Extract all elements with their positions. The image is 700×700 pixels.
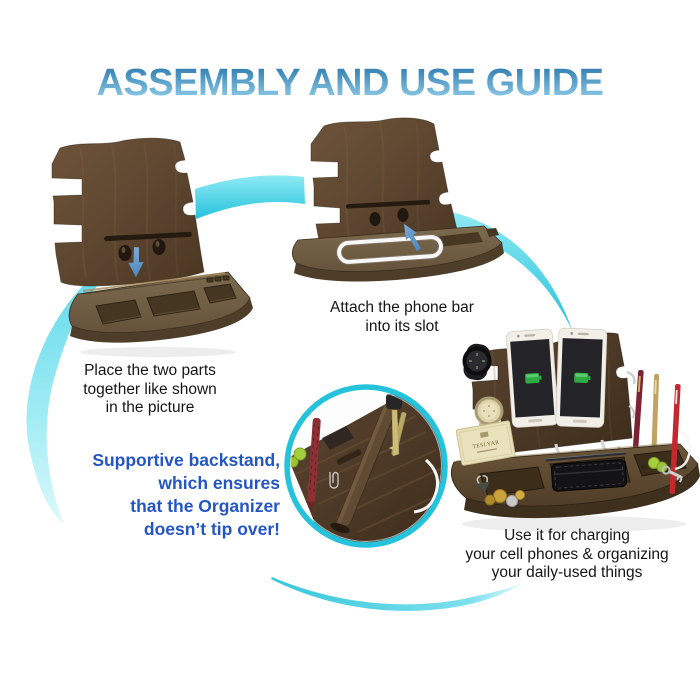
keys <box>661 465 683 483</box>
organizer-in-use-photo: TESLYAR <box>450 327 700 532</box>
phone-bar <box>336 234 444 265</box>
down-arrow-icon <box>128 247 144 278</box>
board-slot <box>336 449 362 465</box>
compartment-highlight <box>102 296 237 324</box>
card-text-line <box>477 448 497 453</box>
battery-charging-icon <box>574 372 591 383</box>
note-line: doesn’t tip over! <box>143 519 280 539</box>
smartphone <box>506 328 559 428</box>
dark-item <box>322 426 354 450</box>
board-hole <box>369 212 381 226</box>
backstand-closeup-inset <box>284 384 448 548</box>
inset-ring <box>284 384 448 548</box>
board-hole <box>397 208 409 222</box>
business-card: TESLYAR <box>455 420 516 466</box>
backboard-part-photo <box>51 137 205 287</box>
stick-slot <box>330 522 350 534</box>
black-pen-lying <box>545 451 627 462</box>
black-watch <box>462 343 492 381</box>
note-line: that the Organizer <box>130 496 280 516</box>
board-hole <box>152 239 166 255</box>
bottom-swoosh-arc <box>271 577 524 611</box>
backstand-note: Supportive backstand, which ensures that… <box>40 449 280 541</box>
tray-shadow <box>80 347 236 357</box>
left-swoosh-arc <box>26 272 104 524</box>
watch-ticks <box>469 353 485 369</box>
speaker-slot <box>577 332 589 336</box>
tray-front-face <box>70 298 253 343</box>
card-logo <box>479 431 489 438</box>
white-cable <box>413 458 440 514</box>
coins <box>484 489 525 507</box>
tray-part-photo <box>68 271 253 357</box>
home-bar <box>572 419 587 423</box>
caption-line: into its slot <box>365 317 439 335</box>
caption-line: your cell phones & organizing <box>465 545 669 563</box>
board-slot <box>346 199 430 209</box>
caption-line: Attach the phone bar <box>330 299 474 316</box>
base-compartment <box>486 228 499 237</box>
caption-line: in the picture <box>105 399 195 416</box>
wood-grain <box>79 141 179 283</box>
inset-ring-inner <box>290 390 442 542</box>
caption-line: Place the two parts <box>84 362 216 379</box>
metal-hook-icon <box>626 370 636 385</box>
speaker-slot <box>524 334 536 337</box>
base-compartment <box>434 232 483 247</box>
swoosh-arrow-step2-to-step3 <box>446 212 572 330</box>
pen-red <box>669 384 681 494</box>
note-line: which ensures <box>158 473 280 493</box>
caption-step1: Place the two parts together like shown … <box>55 362 245 418</box>
camera-dot <box>570 332 574 335</box>
swoosh-arrow-step1-to-step2 <box>195 175 305 219</box>
caption-line: your daily-used things <box>491 564 643 581</box>
keychain-ball <box>293 447 307 461</box>
assembled-organizer-photo <box>292 117 504 282</box>
wallet <box>550 459 627 492</box>
tray-groove <box>82 272 226 292</box>
organizer-base-front <box>464 464 700 519</box>
battery-charging-icon <box>525 372 542 384</box>
caption-step2: Attach the phone bar into its slot <box>312 299 492 336</box>
camera-dot <box>516 334 520 338</box>
up-arrow-icon <box>404 223 422 251</box>
note-line: Supportive backstand, <box>92 450 280 470</box>
keychain-green-balls <box>648 457 668 473</box>
tray-compartments <box>95 275 237 325</box>
red-pen <box>307 418 321 512</box>
charging-cable <box>674 431 692 471</box>
caption-line: Use it for charging <box>504 527 630 544</box>
paper-clip <box>329 471 339 489</box>
caption-line: together like shown <box>83 380 217 398</box>
caption-step3: Use it for charging your cell phones & o… <box>452 527 682 583</box>
organizer-shadow <box>462 516 686 532</box>
wood-grain <box>343 120 421 245</box>
organizer-base-front <box>294 243 504 282</box>
page-title: ASSEMBLY AND USE GUIDE <box>0 62 700 105</box>
watch-ticks <box>483 405 495 417</box>
board-hole <box>118 245 132 261</box>
card-brand-text: TESLYAR <box>472 440 500 451</box>
metal-clip-icon <box>628 405 635 419</box>
smartphone <box>555 327 608 428</box>
home-bar <box>528 418 543 423</box>
binder-clip <box>476 474 490 493</box>
hole-highlight <box>121 247 126 253</box>
hole-highlight <box>155 241 160 247</box>
pen-highlight <box>545 451 627 460</box>
board-slot <box>104 231 192 242</box>
